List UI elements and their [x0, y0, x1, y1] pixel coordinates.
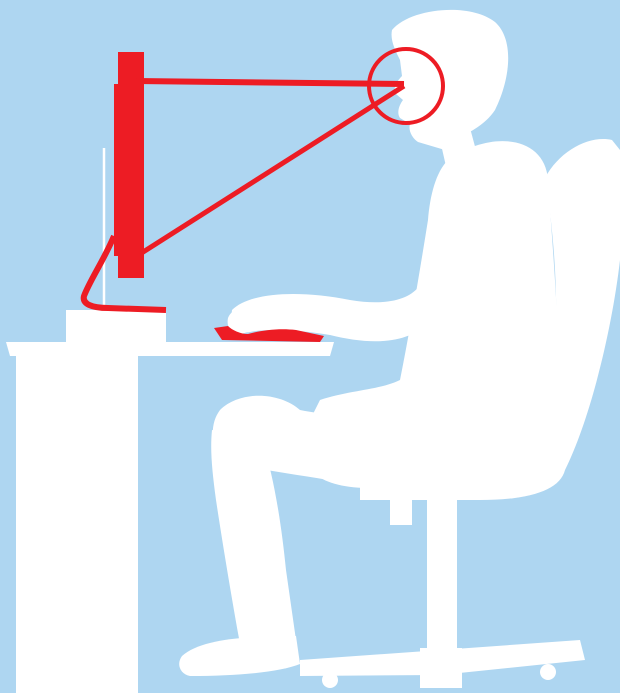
chair-base-hub — [420, 648, 462, 688]
chair-lever — [390, 495, 412, 525]
monitor-base — [66, 310, 166, 344]
desk-top — [6, 342, 334, 356]
monitor-screen — [118, 52, 144, 278]
chair-wheel-right — [540, 664, 556, 680]
desk-drawer-unit — [16, 356, 138, 693]
monitor-bezel — [114, 84, 120, 256]
sight-line-horizontal — [136, 81, 404, 84]
chair-column — [427, 500, 457, 660]
chair-wheel-left — [322, 672, 338, 688]
